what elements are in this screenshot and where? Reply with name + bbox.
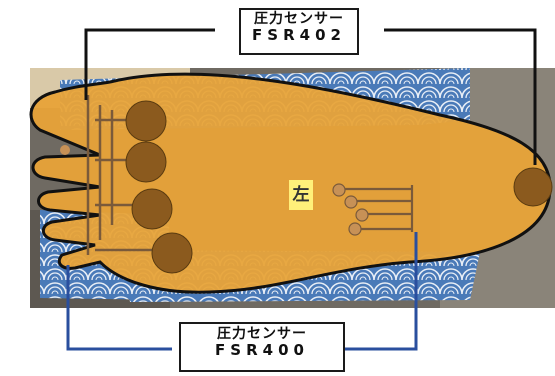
fsr400-sensor-2: [345, 196, 357, 208]
fsr402-label-model: FSR402: [241, 27, 357, 44]
fsr400-sensor-4: [349, 223, 361, 235]
fsr402-label-title: 圧力センサー: [241, 11, 357, 27]
fsr400-sensor-1: [333, 184, 345, 196]
fsr402-sensor-5: [514, 168, 552, 206]
fsr400-label-model: FSR400: [181, 342, 343, 359]
fsr402-sensor-3: [132, 189, 172, 229]
fsr402-sensor-2: [126, 142, 166, 182]
fsr400-label-title: 圧力センサー: [181, 326, 343, 342]
fsr402-label-box: 圧力センサー FSR402: [239, 8, 359, 55]
fsr402-sensor-1: [126, 101, 166, 141]
fsr400-label-box: 圧力センサー FSR400: [179, 322, 345, 372]
left-foot-tag: 左: [289, 180, 313, 210]
fsr400-sensor-3: [356, 209, 368, 221]
toe-small-sensor: [60, 145, 70, 155]
fsr402-sensor-4: [152, 233, 192, 273]
